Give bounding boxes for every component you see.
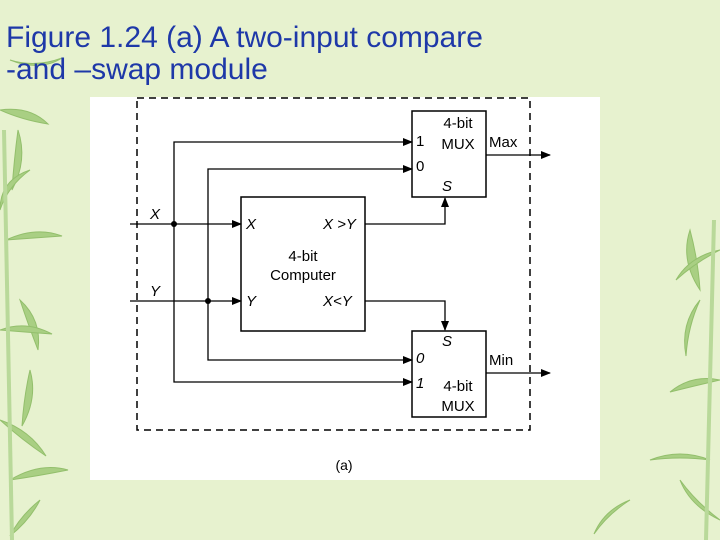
comparator-out-lt: X<Y [323, 293, 352, 310]
slide-title-line-2: -and –swap module [6, 52, 268, 86]
mux-bottom-input-0: 0 [416, 350, 425, 367]
mux-bottom-input-1: 1 [416, 375, 425, 392]
comparator-name-line-2: Computer [270, 267, 336, 284]
input-y-label: Y [150, 283, 161, 300]
comparator-port-x: X [246, 216, 257, 233]
mux-bottom-name-line-1: 4-bit [443, 378, 473, 395]
slide-title-line-1: Figure 1.24 (a) A two-input compare [6, 21, 483, 54]
comparator-block [240, 196, 366, 332]
wire-y-to-mux-top-0 [207, 165, 413, 301]
mux-top-block [411, 110, 487, 198]
mux-bottom-block [411, 330, 487, 418]
wire-lt-to-select-bottom [365, 300, 449, 331]
wire-gt-to-select-top [365, 197, 449, 225]
diagram-drawing [130, 97, 551, 431]
input-x-label: X [150, 206, 161, 223]
wire-y-to-mux-bottom-0 [207, 301, 413, 364]
comparator-port-y: Y [246, 293, 257, 310]
wire-x-to-mux-top-1 [173, 138, 413, 224]
figure-caption: (a) [335, 457, 353, 473]
slide-title: Figure 1.24 (a) A two-input compare -and… [6, 22, 706, 86]
comparator-name-line-1: 4-bit [288, 248, 318, 265]
mux-bottom-name-line-2: MUX [441, 398, 475, 415]
wire-x-to-mux-bottom-1 [173, 224, 413, 386]
mux-bottom-select: S [442, 333, 453, 350]
mux-top-input-1: 1 [416, 133, 425, 150]
mux-top-name-line-2: MUX [441, 136, 475, 153]
figure-panel: X Y X Y X >Y X<Y 4-bit Computer 4-bit MU… [90, 97, 600, 480]
mux-top-name-line-1: 4-bit [443, 115, 473, 132]
mux-bottom-output-label: Min [489, 352, 514, 369]
mux-top-input-0: 0 [416, 158, 425, 175]
junction-dot-y [205, 298, 211, 304]
mux-top-output-label: Max [489, 134, 518, 151]
comparator-out-gt: X >Y [323, 216, 356, 233]
mux-top-select: S [442, 178, 453, 195]
module-boundary [136, 97, 531, 431]
junction-dot-x [171, 221, 177, 227]
